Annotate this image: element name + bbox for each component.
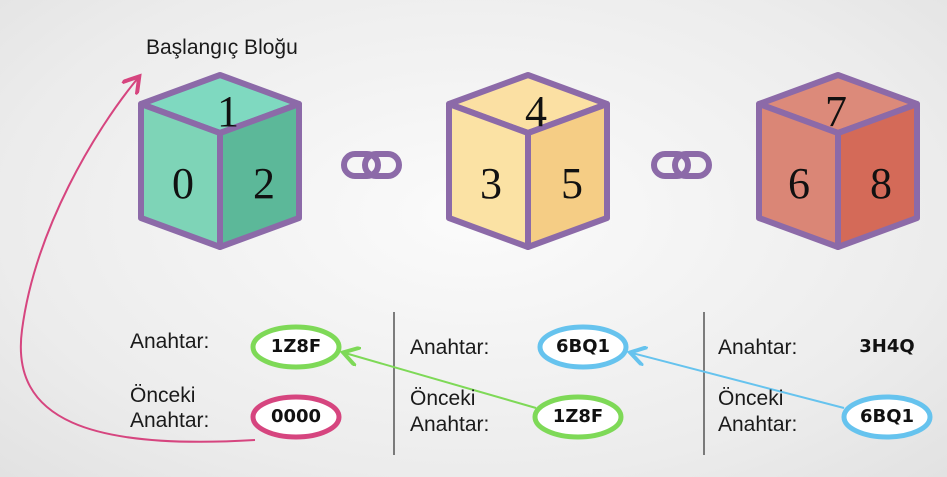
block-2-right-number: 5	[561, 159, 583, 208]
key-label: Anahtar:	[130, 330, 210, 353]
key-value: 3H4Q	[859, 336, 915, 357]
green-link-arrow	[345, 353, 537, 409]
key-value: 6BQ1	[555, 336, 611, 357]
block-3-left-number: 6	[788, 159, 810, 208]
block-2-left-number: 3	[480, 159, 502, 208]
key-label: Anahtar:	[718, 336, 798, 359]
key-oval-1	[250, 324, 342, 370]
prev-key-value: 1Z8F	[552, 406, 604, 427]
key-oval-2	[537, 324, 629, 370]
prev-key-label-line2: Anahtar:	[130, 409, 210, 432]
prev-key-label-line1: Önceki	[410, 387, 476, 410]
block-2-top-number: 4	[525, 87, 547, 136]
prev-key-oval-3	[841, 394, 933, 440]
genesis-arrow	[19, 78, 256, 443]
prev-key-oval-1	[250, 394, 342, 440]
prev-key-label-line2: Anahtar:	[410, 413, 490, 436]
block-3-right-face	[835, 101, 920, 250]
prev-key-label-line1: Önceki	[718, 387, 784, 410]
chain-link-icon	[651, 151, 712, 179]
prev-key-label-line1: Önceki	[130, 384, 196, 407]
block-2-cube: 4 3 5	[446, 72, 610, 250]
block-3-cube: 7 6 8	[756, 72, 920, 250]
block-1-top-number: 1	[217, 87, 239, 136]
block-1-right-number: 2	[253, 159, 275, 208]
prev-key-label-line2: Anahtar:	[718, 413, 798, 436]
prev-key-oval-2	[532, 394, 624, 440]
block-1-right-face	[217, 101, 302, 250]
genesis-block-title: Başlangıç Bloğu	[146, 36, 298, 59]
block-3-right-number: 8	[870, 159, 892, 208]
block-2-right-face	[525, 101, 610, 250]
prev-key-value: 6BQ1	[859, 406, 915, 427]
key-value: 1Z8F	[270, 336, 322, 357]
block-1-cube: 1 0 2	[138, 72, 302, 250]
block-3-top-number: 7	[825, 87, 847, 136]
block-1-left-number: 0	[172, 159, 194, 208]
blue-link-arrow	[632, 353, 845, 409]
prev-key-value: 0000	[270, 406, 322, 427]
chain-link-icon	[341, 151, 402, 179]
key-label: Anahtar:	[410, 336, 490, 359]
